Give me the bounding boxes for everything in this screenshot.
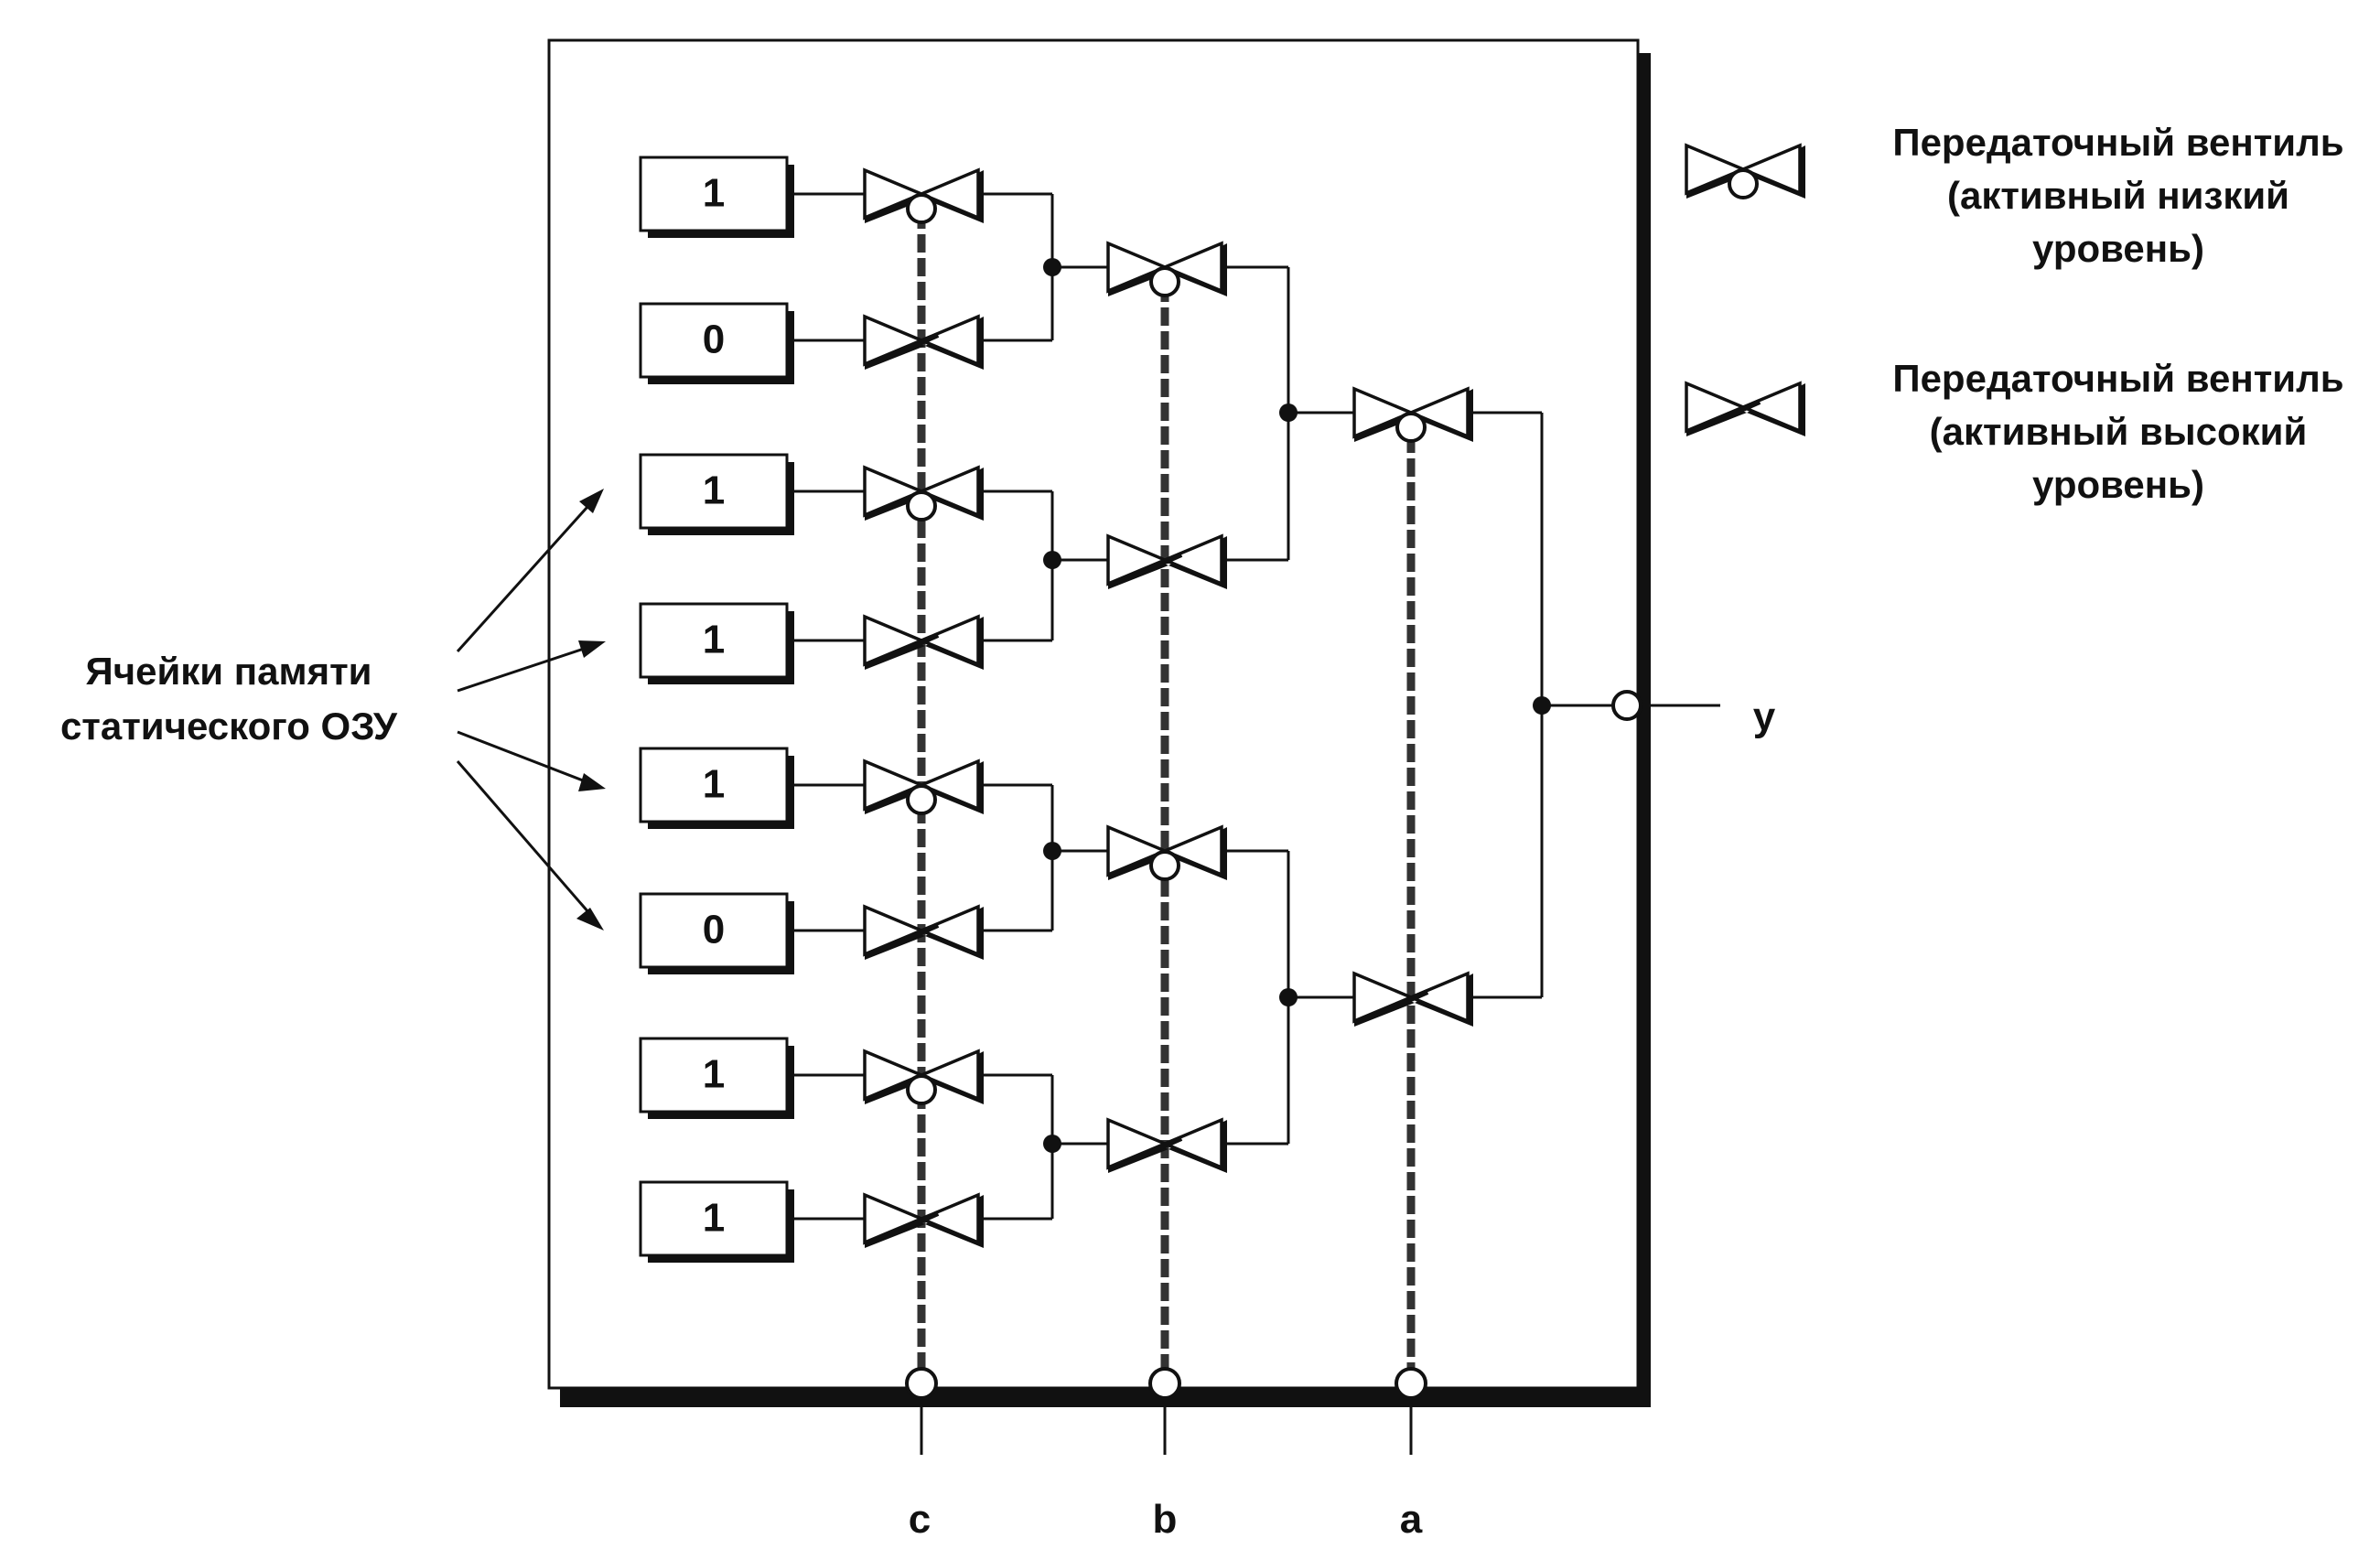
- select-label-a: a: [1400, 1497, 1423, 1542]
- memory-cells: 1 0 1 1 1 0 1 1: [639, 156, 794, 1263]
- legend-high-line1: Передаточный вентиль: [1892, 357, 2343, 400]
- select-label-b: b: [1153, 1497, 1178, 1542]
- memory-cell-value: 1: [703, 618, 725, 662]
- memory-cell-value: 0: [703, 908, 725, 952]
- sram-label-line1: Ячейки памяти: [86, 650, 372, 693]
- select-label-c: c: [909, 1497, 931, 1542]
- select-input-port-c: [905, 1367, 938, 1400]
- legend-gate-high: [1685, 381, 1805, 436]
- gate-b-active-high: [1106, 533, 1227, 589]
- gate-c-active-low: [863, 167, 984, 224]
- gate-b-active-low: [1106, 824, 1227, 881]
- junction-dot: [1043, 551, 1061, 569]
- gate-c-active-low: [863, 1049, 984, 1105]
- memory-cell: 0: [639, 302, 794, 384]
- transmission-gate-active-high-icon: [1685, 381, 1805, 436]
- legend-low-line1: Передаточный вентиль: [1892, 121, 2343, 164]
- memory-cell: 1: [639, 453, 794, 535]
- select-input-port-a: [1395, 1367, 1427, 1400]
- memory-cell-value: 1: [703, 171, 725, 216]
- junction-dot: [1043, 258, 1061, 276]
- memory-cell: 1: [639, 1037, 794, 1119]
- gate-c-active-high: [863, 314, 984, 370]
- junction-dots: [1043, 258, 1298, 1153]
- memory-cell: 1: [639, 602, 794, 684]
- output-label: y: [1753, 694, 1776, 739]
- memory-cell: 1: [639, 156, 794, 238]
- junction-dot: [1043, 1135, 1061, 1153]
- gate-a-active-high: [1352, 971, 1473, 1027]
- memory-cell-value: 1: [703, 1052, 725, 1097]
- memory-cell-value: 1: [703, 762, 725, 807]
- legend-gate-low: [1685, 143, 1805, 199]
- memory-cell-value: 0: [703, 317, 725, 362]
- gate-c-active-high: [863, 1192, 984, 1248]
- gate-c-active-high: [863, 904, 984, 960]
- gate-c-active-high: [863, 614, 984, 670]
- sram-callout: Ячейки памяти статического ОЗУ: [60, 489, 606, 931]
- gate-c-active-low: [863, 758, 984, 815]
- gate-b-active-high: [1106, 1117, 1227, 1173]
- memory-cell: 1: [639, 747, 794, 829]
- sram-label-line2: статического ОЗУ: [60, 705, 398, 748]
- legend-high-line2: (активный высокий: [1930, 410, 2308, 453]
- memory-cell-value: 1: [703, 1196, 725, 1241]
- gate-a-active-low: [1352, 386, 1473, 443]
- transmission-gate-active-low-icon: [1685, 143, 1805, 199]
- transmission-gates: [863, 167, 1473, 1248]
- legend-low-line2: (активный низкий: [1947, 174, 2289, 217]
- legend: Передаточный вентиль (активный низкий ур…: [1685, 121, 2344, 506]
- legend-high-line3: уровень): [2032, 463, 2204, 506]
- legend-low-line3: уровень): [2032, 227, 2204, 270]
- select-input-port-b: [1148, 1367, 1181, 1400]
- gate-c-active-low: [863, 465, 984, 522]
- output-port: y: [1533, 690, 1776, 739]
- junction-dot: [1279, 403, 1298, 422]
- memory-cell-value: 1: [703, 468, 725, 513]
- junction-dot: [1279, 988, 1298, 1006]
- gate-b-active-low: [1106, 241, 1227, 297]
- memory-cell: 1: [639, 1180, 794, 1263]
- memory-cell: 0: [639, 892, 794, 974]
- callout-arrows: [456, 489, 606, 931]
- junction-dot: [1043, 842, 1061, 860]
